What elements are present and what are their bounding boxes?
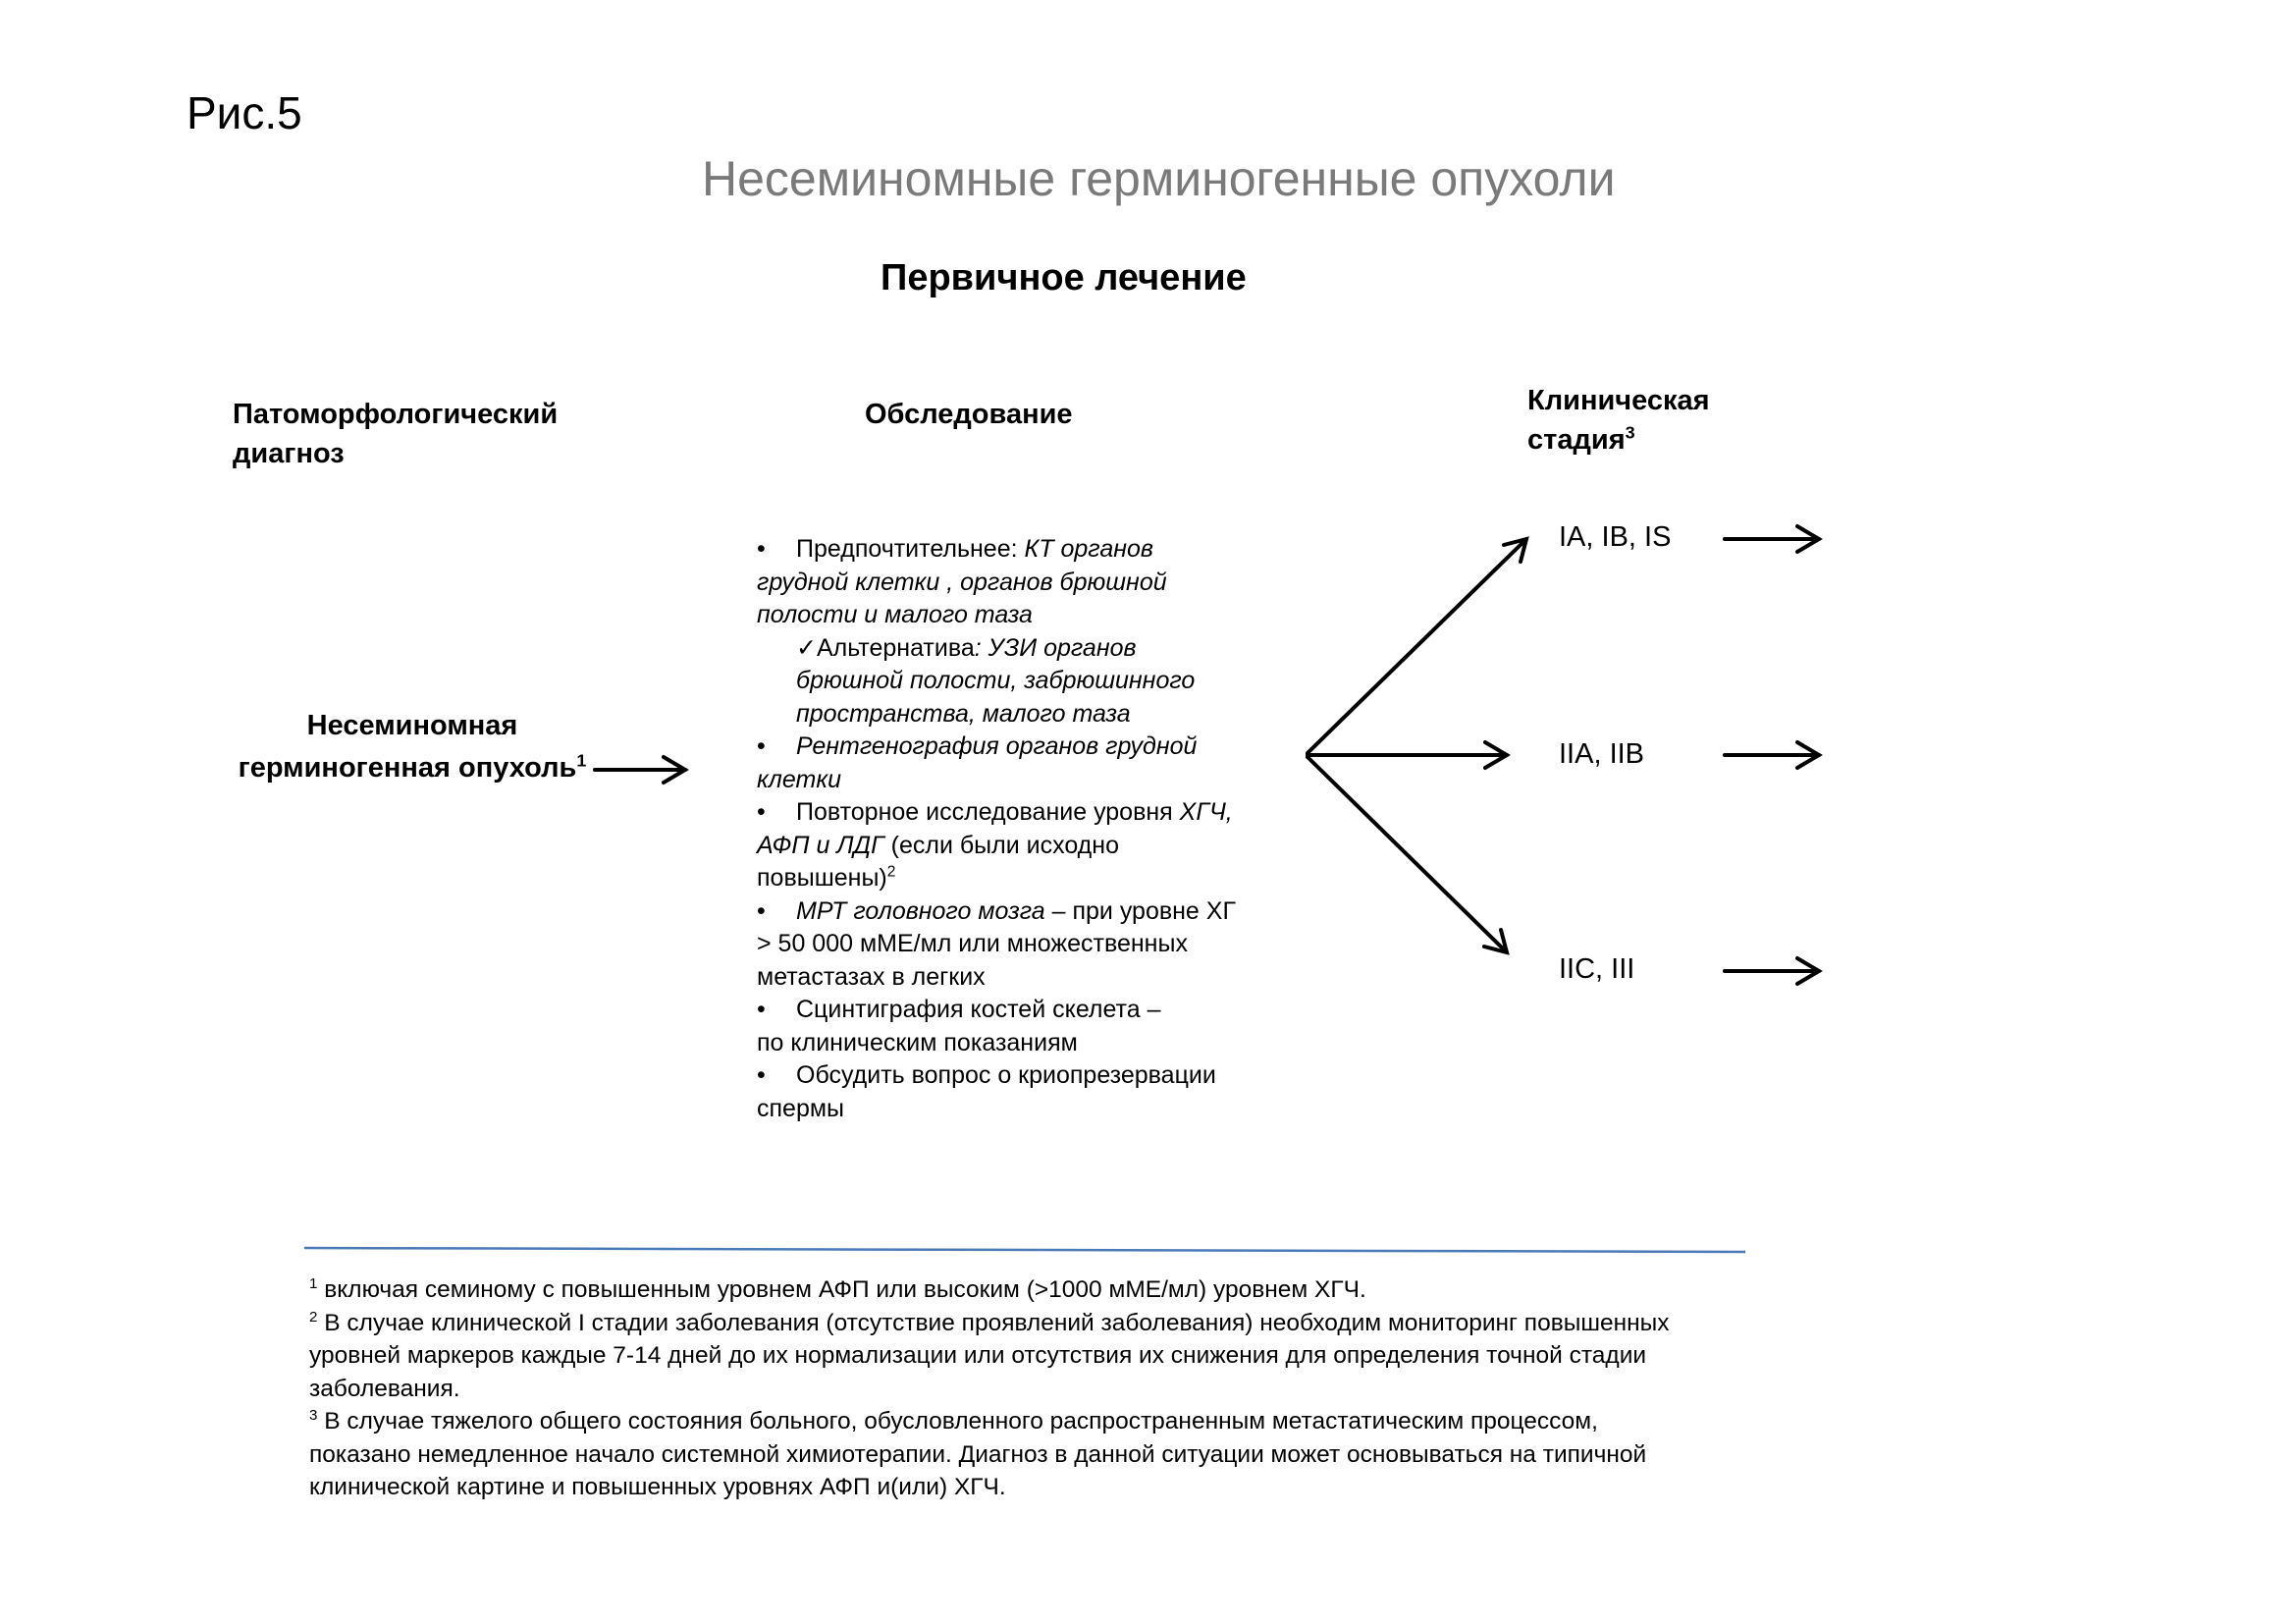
list-item: • Повторное исследование уровня ХГЧ,	[757, 796, 1267, 830]
footnote-2-cont: заболевания.	[309, 1375, 460, 1402]
footnote-1: 1 включая семиному с повышенным уровнем …	[309, 1273, 1782, 1307]
list-item: • Обсудить вопрос о криопрезервации	[757, 1059, 1267, 1093]
footnote-marker: 2	[309, 1308, 318, 1326]
exam-text: спермы	[757, 1094, 845, 1122]
stage-header-sup: 3	[1625, 422, 1635, 443]
bullet: •	[757, 1061, 766, 1089]
exam-text: брюшной полости, забрюшинного	[796, 667, 1196, 694]
exam-text: повышены)	[757, 864, 887, 892]
bullet: •	[757, 535, 766, 563]
exam-sup: 2	[886, 863, 896, 881]
exam-text: – при уровне ХГ	[1044, 896, 1236, 925]
arrow-diagnosis-to-exam	[593, 755, 689, 785]
exam-text: грудной клетки , органов брюшной	[757, 568, 1167, 596]
list-item-cont: > 50 000 мМЕ/мл или множественных	[757, 928, 1267, 961]
column-header-diagnosis: Патоморфологический диагноз	[233, 399, 559, 469]
list-item-cont: метастазах в легких	[757, 961, 1267, 995]
footnote-3-cont: клинической картине и повышенных уровнях…	[309, 1474, 1006, 1500]
exam-text: МРТ головного мозга	[796, 896, 1045, 925]
exam-text: клетки	[757, 765, 842, 793]
list-item: • Предпочтительнее: КТ органов	[757, 533, 1267, 567]
exam-text: (если были исходно	[883, 831, 1119, 859]
exam-text: АФП и ЛДГ	[757, 831, 884, 859]
exam-text: Рентгенография органов грудной	[796, 732, 1198, 760]
footnote-divider	[303, 1246, 1746, 1254]
footnote-2-cont: уровней маркеров каждые 7-14 дней до их …	[309, 1342, 1647, 1369]
diagnosis-line-2: герминогенная опухоль1	[206, 747, 618, 789]
stage-label-1: IA, IB, IS	[1559, 521, 1672, 553]
list-item-cont: полости и малого таза	[757, 599, 1267, 632]
stage-label-2: IIA, IIB	[1559, 738, 1645, 770]
footnote-text: включая семиному с повышенным уровнем АФ…	[317, 1276, 1366, 1303]
arrow-out-stage-2	[1723, 740, 1823, 770]
list-subitem: ✓Альтернатива: УЗИ органов	[757, 632, 1267, 666]
exam-text: метастазах в легких	[757, 962, 986, 991]
stage-header-text: Клиническая стадия	[1527, 385, 1710, 456]
list-item: • Рентгенография органов грудной	[757, 731, 1267, 764]
bullet: •	[757, 798, 766, 826]
list-item-cont: клетки	[757, 764, 1267, 797]
column-header-stage: Клиническая стадия3	[1527, 381, 1724, 460]
arrow-to-stage-3	[1306, 755, 1510, 955]
diagnosis-box: Несеминомная герминогенная опухоль1	[206, 705, 618, 789]
figure-label: Рис.5	[187, 87, 302, 138]
exam-text: Сцинтиграфия костей скелета –	[796, 996, 1161, 1023]
footnote-3-cont: показано немедленное начало системной хи…	[309, 1440, 1647, 1468]
footnote-3: 3 В случае тяжелого общего состояния бол…	[309, 1405, 1782, 1438]
exam-text: КТ органов	[1024, 535, 1153, 563]
exam-text: : УЗИ органов	[974, 633, 1137, 662]
arrow-out-stage-1	[1723, 524, 1823, 554]
exam-text: Повторное исследование уровня	[796, 798, 1180, 826]
footnote-2: 2 В случае клинической I стадии заболева…	[309, 1307, 1782, 1340]
checkmark-icon: ✓	[796, 633, 817, 662]
footnote-marker: 1	[309, 1274, 318, 1292]
list-item-cont: грудной клетки , органов брюшной	[757, 567, 1267, 600]
list-subitem-cont: брюшной полости, забрюшинного	[757, 665, 1267, 698]
diagnosis-line-1: Несеминомная	[306, 710, 518, 741]
exam-text: > 50 000 мМЕ/мл или множественных	[757, 930, 1188, 957]
list-item-cont: повышены)2	[757, 862, 1267, 895]
section-subtitle: Первичное лечение	[881, 257, 1247, 298]
list-item-cont: спермы	[757, 1093, 1267, 1126]
stage-label-3: IIC, III	[1559, 953, 1635, 985]
exam-text: Альтернатива	[816, 633, 975, 662]
arrow-out-stage-3	[1723, 956, 1823, 986]
arrow-to-stage-2	[1306, 740, 1511, 770]
arrow-to-stage-1	[1306, 536, 1529, 755]
footnote-text: В случае клинической I стадии заболевани…	[317, 1309, 1670, 1336]
bullet: •	[757, 996, 766, 1023]
list-item-cont: по клиническим показаниям	[757, 1027, 1267, 1060]
list-item: • Сцинтиграфия костей скелета –	[757, 994, 1267, 1027]
exam-text: полости и малого таза	[757, 601, 1033, 628]
page-title: Несеминомные герминогенные опухоли	[702, 151, 1616, 206]
diagnosis-text: герминогенная опухоль	[238, 752, 577, 784]
exam-text: по клиническим показаниям	[757, 1028, 1078, 1056]
list-item-cont: АФП и ЛДГ (если были исходно	[757, 830, 1267, 863]
diagnosis-sup: 1	[576, 750, 587, 771]
exam-text: пространства, малого таза	[796, 699, 1131, 728]
exam-text: Предпочтительнее:	[796, 535, 1025, 563]
footnotes: 1 включая семиному с повышенным уровнем …	[309, 1273, 1782, 1504]
exam-text: Обсудить вопрос о криопрезервации	[796, 1061, 1216, 1089]
list-subitem-cont: пространства, малого таза	[757, 698, 1267, 731]
footnote-marker: 3	[309, 1406, 318, 1424]
bullet: •	[757, 896, 766, 925]
column-header-exam: Обследование	[865, 399, 1073, 430]
bullet: •	[757, 732, 766, 760]
footnote-text: В случае тяжелого общего состояния больн…	[317, 1408, 1598, 1435]
exam-list: • Предпочтительнее: КТ органов грудной кл…	[757, 533, 1267, 1125]
list-item: • МРТ головного мозга – при уровне ХГ	[757, 895, 1267, 929]
exam-text: ХГЧ,	[1179, 798, 1233, 826]
